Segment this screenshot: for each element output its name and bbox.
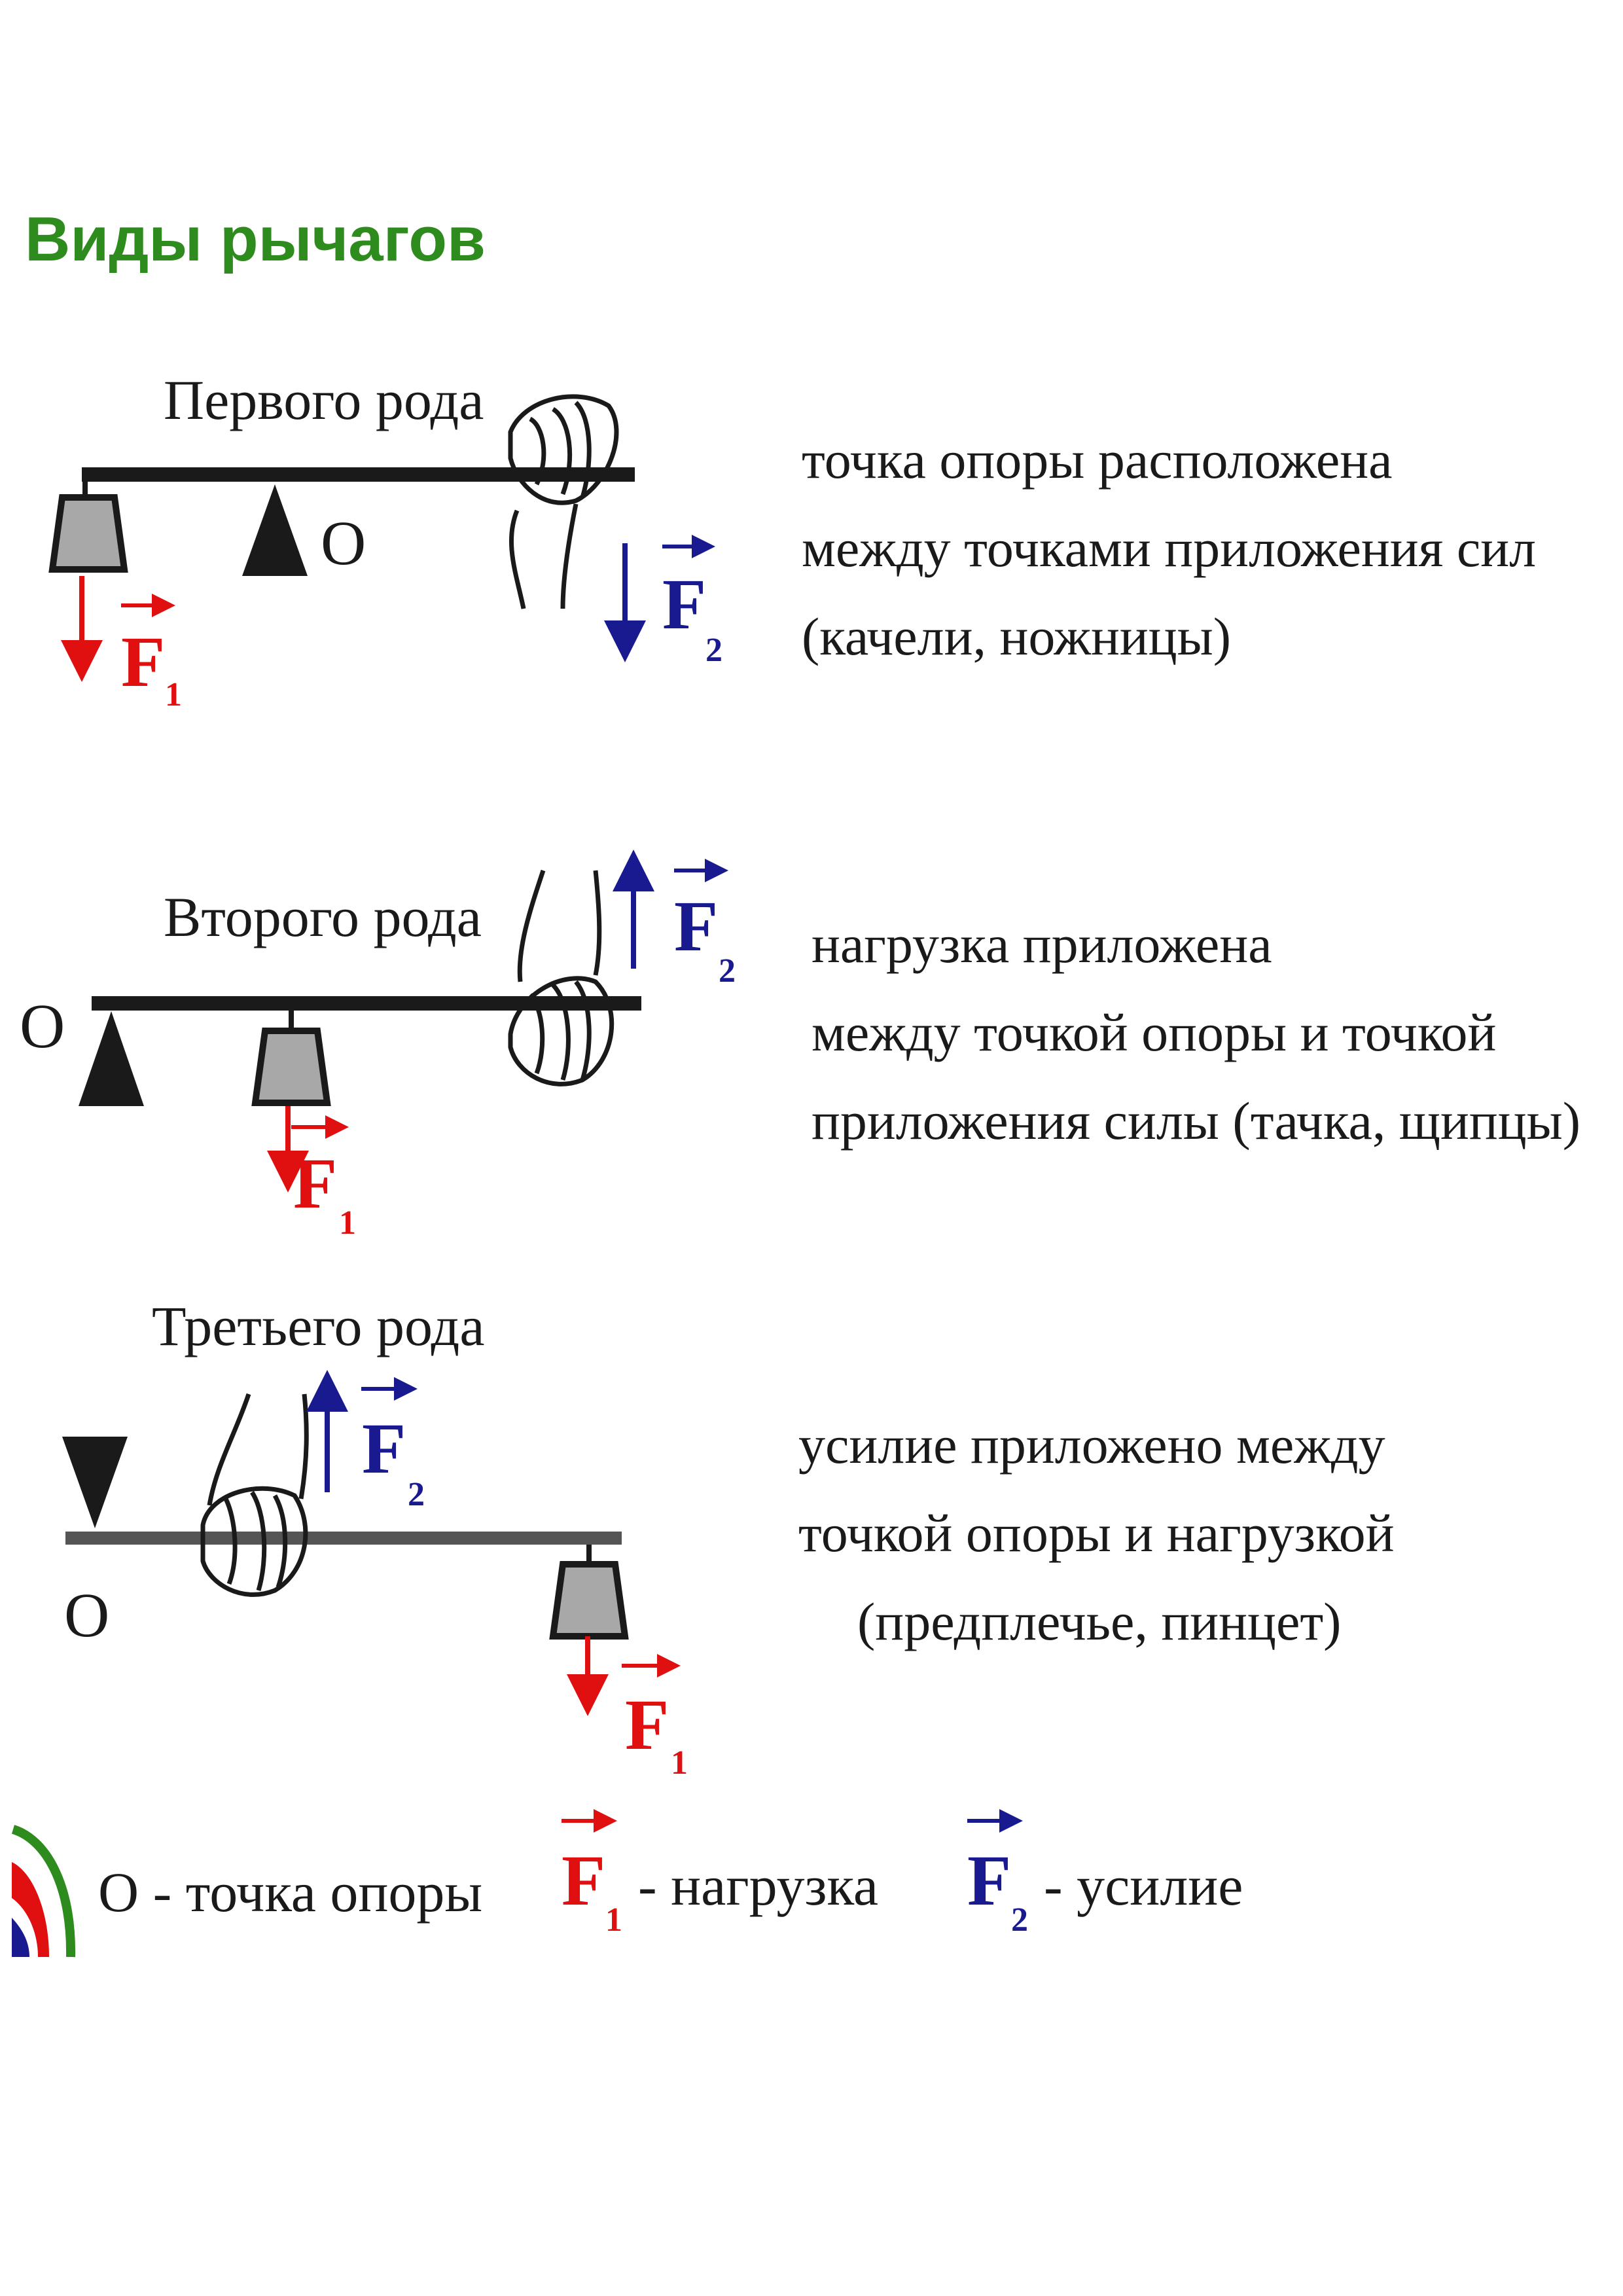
load-force-label: F [293, 1143, 337, 1223]
lever-description-line: точка опоры расположена [802, 430, 1393, 490]
lever-first-class: Первого рода O F 1 F 2 точка опоры распо… [48, 368, 1536, 713]
lever-description-line: приложения силы (тачка, щипцы) [812, 1091, 1580, 1151]
legend-effort: - усилие [1044, 1854, 1243, 1917]
legend-load-symbol: F [562, 1840, 605, 1920]
lever-second-class: Второго рода O F 1 F 2 нагрузка приложен… [20, 850, 1580, 1242]
effort-force-label: F [662, 564, 706, 644]
lever-kind-label: Третьего рода [152, 1295, 484, 1357]
lever-kind-label: Второго рода [164, 886, 482, 948]
fulcrum-label: O [20, 991, 65, 1061]
lever-description-line: нагрузка приложена [812, 914, 1272, 974]
load-force-subscript: 1 [165, 676, 182, 713]
load-force-label: F [121, 622, 165, 702]
fulcrum-label: O [321, 508, 366, 578]
load-weight [251, 1028, 331, 1106]
load-weight [48, 494, 128, 573]
legend-effort-symbol: F [967, 1840, 1011, 1920]
effort-force-subscript: 2 [719, 952, 736, 990]
hand-icon [508, 869, 615, 1086]
legend-fulcrum: O - точка опоры [98, 1861, 482, 1924]
legend-load-subscript: 1 [605, 1901, 622, 1939]
lever-description-line: (предплечье, пинцет) [857, 1592, 1341, 1651]
lever-description-line: между точками приложения сил [802, 518, 1536, 578]
legend: O - точка опоры F 1 - нагрузка F 2 - уси… [11, 1809, 1243, 1958]
load-force-label: F [625, 1685, 669, 1765]
hand-icon [200, 1393, 309, 1597]
lever-rod [82, 467, 635, 482]
load-force-subscript: 1 [339, 1204, 356, 1242]
fulcrum-triangle [242, 484, 308, 576]
fulcrum-triangle [62, 1437, 128, 1528]
lever-description-line: (качели, ножницы) [802, 607, 1231, 666]
fulcrum-label: O [64, 1580, 109, 1650]
legend-effort-subscript: 2 [1011, 1901, 1028, 1939]
fulcrum-triangle [79, 1011, 144, 1106]
lever-kind-label: Первого рода [164, 368, 484, 431]
logo-icon [11, 1825, 76, 1958]
lever-description-line: между точкой опоры и точкой [812, 1003, 1496, 1062]
lever-rod [65, 1532, 622, 1545]
lever-third-class: Третьего рода O F 1 F 2 усилие приложено… [62, 1295, 1395, 1782]
load-force-subscript: 1 [671, 1744, 688, 1782]
lever-description-line: точкой опоры и нагрузкой [798, 1503, 1395, 1563]
effort-force-label: F [362, 1408, 406, 1488]
lever-description-line: усилие приложено между [798, 1415, 1385, 1475]
lever-rod [92, 996, 641, 1011]
effort-force-subscript: 2 [705, 632, 722, 669]
effort-force-subscript: 2 [408, 1476, 425, 1513]
legend-load: - нагрузка [638, 1854, 878, 1917]
load-weight [549, 1561, 629, 1640]
effort-force-label: F [674, 886, 718, 966]
page-title: Виды рычагов [25, 204, 486, 274]
hand-icon [508, 394, 619, 609]
